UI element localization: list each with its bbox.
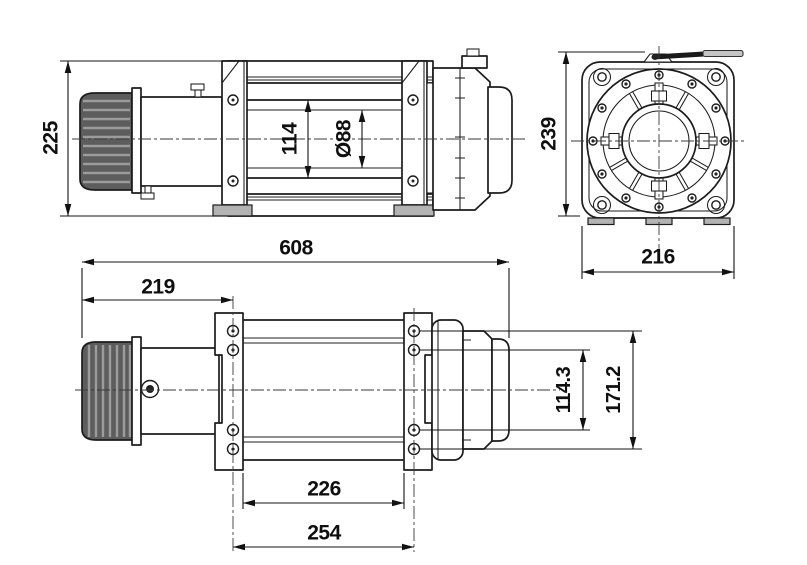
dim-plate-inner-spacing-label: 226 (307, 478, 341, 501)
plan-motor-flange (131, 336, 142, 446)
dim-drum-flange-label: 114 (279, 122, 302, 155)
drum-outline (240, 99, 410, 179)
dim-overall-length: 608 (81, 237, 510, 338)
mounting-plate-right (403, 312, 433, 471)
dim-end-height: 239 (538, 51, 645, 217)
corner-bosses (592, 67, 726, 215)
bracket-foot (393, 204, 435, 217)
bolt-circle (588, 70, 730, 212)
housing-feet (587, 217, 731, 226)
dim-drum-barrel: Ø88 (333, 110, 366, 168)
dim-overall-height: 225 (40, 60, 252, 217)
plan-motor-body (81, 341, 133, 441)
dim-bolt-spacing-cross-label: 114.3 (553, 366, 575, 413)
gearbox-assembly (426, 48, 513, 211)
mounting-bracket-right (393, 60, 435, 217)
clutch-lever (642, 49, 744, 63)
terminal-bolt-bottom (140, 185, 155, 200)
motor-flange (131, 87, 142, 194)
dim-drum-flange: 114 (279, 100, 312, 178)
dim-bolt-spacing-outer-label: 171.2 (603, 366, 625, 414)
dim-end-width-label: 216 (641, 246, 675, 269)
radial-ribs (609, 91, 709, 191)
mounting-bracket-left (212, 60, 253, 217)
dim-end-height-label: 239 (538, 117, 561, 151)
dim-motor-to-mount: 219 (82, 276, 233, 304)
dim-motor-to-mount-label: 219 (141, 276, 175, 299)
dim-bolt-spacing-length: 254 (233, 522, 414, 551)
motor-assembly (79, 83, 223, 200)
side-view: 225 114 Ø88 (40, 48, 525, 217)
dim-overall-height-label: 225 (40, 120, 63, 154)
motor-adapter (140, 96, 223, 187)
lever-grip (702, 49, 744, 58)
tie-bar-rails (227, 60, 434, 217)
gearbox-top-cap (461, 55, 488, 69)
bracket-foot (212, 204, 253, 217)
plan-rails (243, 319, 404, 461)
dim-bolt-spacing-outer: 171.2 (420, 330, 642, 450)
terminal-bolt-top (190, 83, 205, 98)
gearbox-knob (466, 48, 480, 57)
dim-plate-inner-spacing: 226 (242, 473, 405, 509)
dim-bolt-spacing-cross: 114.3 (420, 349, 590, 431)
gearbox-end-cover (487, 86, 513, 194)
end-view: 239 216 (538, 46, 747, 279)
dim-bolt-spacing-length-label: 254 (307, 522, 341, 545)
plan-motor-assembly (81, 336, 220, 446)
dim-drum-barrel-label: Ø88 (333, 119, 356, 158)
motor-body (79, 92, 133, 191)
dim-end-width: 216 (581, 226, 735, 279)
plan-view: 608 219 226 254 114.3 171.2 (75, 237, 642, 552)
plan-motor-adapter (140, 347, 220, 435)
dim-overall-length-label: 608 (279, 237, 313, 260)
